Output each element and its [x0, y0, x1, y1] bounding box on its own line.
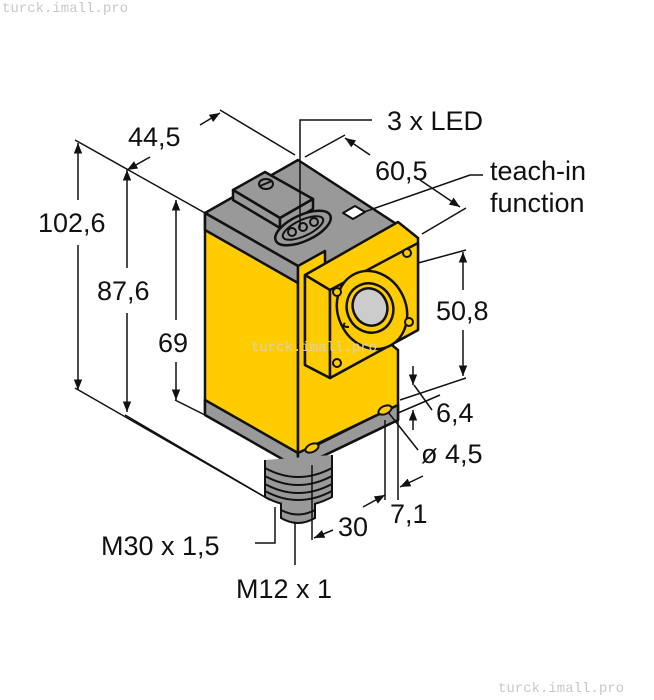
- label-leds: 3 x LED: [387, 106, 483, 136]
- dim-hole-spacing: 7,1: [390, 499, 428, 529]
- dimension-lines: [73, 109, 483, 565]
- watermark-bottom: turck.imall.pro: [498, 681, 625, 697]
- sensor-body: [203, 158, 420, 470]
- label-thread-m12: M12 x 1: [236, 574, 332, 604]
- thread-m30: [264, 455, 333, 507]
- dim-depth: 60,5: [375, 156, 428, 186]
- connector-m12: [280, 503, 316, 524]
- watermark-top: turck.imall.pro: [2, 1, 129, 17]
- dim-thread-offset: 30: [338, 512, 368, 542]
- dim-mount-offset: 6,4: [436, 398, 474, 428]
- label-teach-in-1: teach-in: [490, 156, 586, 186]
- dim-hole-diameter: ø 4,5: [421, 439, 483, 469]
- label-thread-m30: M30 x 1,5: [101, 531, 220, 561]
- dim-height-body: 87,6: [97, 276, 150, 306]
- watermark-center: turck.imall.pro: [251, 340, 378, 356]
- label-teach-in-2: function: [490, 188, 585, 218]
- dim-height-total: 102,6: [38, 208, 106, 238]
- dim-width: 44,5: [128, 122, 181, 152]
- dim-height-yellow: 69: [158, 328, 188, 358]
- dim-lens-height: 50,8: [436, 296, 489, 326]
